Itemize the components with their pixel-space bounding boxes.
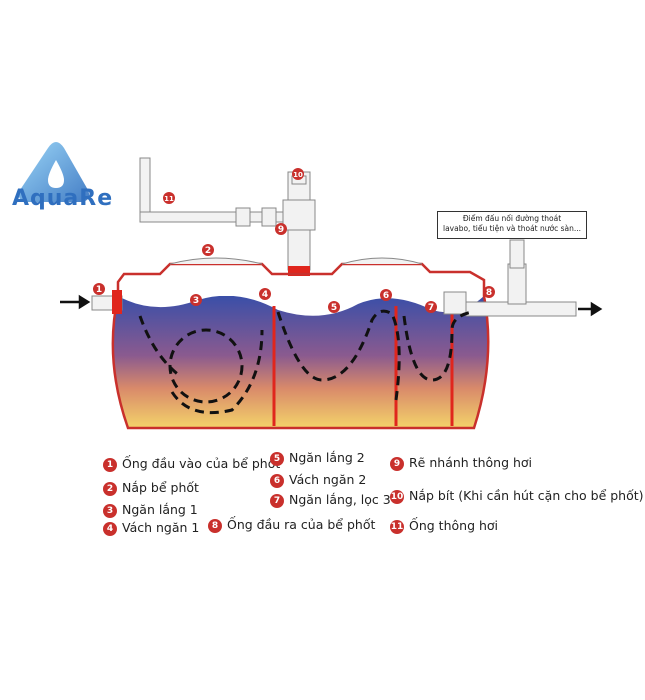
svg-text:11: 11: [164, 195, 174, 203]
marker-1: 1: [93, 283, 105, 295]
legend-label: Rẽ nhánh thông hơi: [409, 455, 533, 470]
note-line-2: lavabo, tiểu tiện và thoát nước sàn...: [442, 224, 582, 233]
marker-9: 9: [275, 223, 287, 235]
flow-arrows: [60, 294, 603, 317]
legend-item-7: 7 Ngăn lắng, lọc 3: [270, 492, 391, 508]
legend-num: 10: [390, 490, 404, 504]
legend-label: Ngăn lắng 2: [289, 450, 365, 465]
legend-label: Vách ngăn 2: [289, 472, 367, 487]
marker-7: 7: [425, 301, 437, 313]
legend-num: 7: [270, 494, 284, 508]
legend-num: 1: [103, 458, 117, 472]
svg-text:9: 9: [278, 225, 284, 235]
legend-label: Ống thông hơi: [409, 518, 499, 533]
svg-text:5: 5: [331, 303, 337, 313]
legend-num: 11: [390, 520, 404, 534]
legend-item-6: 6 Vách ngăn 2: [270, 472, 366, 488]
legend-label: Nắp bít (Khi cần hút cặn cho bể phốt): [409, 488, 644, 503]
legend-label: Vách ngăn 1: [122, 520, 200, 535]
marker-6: 6: [380, 289, 392, 301]
legend-item-5: 5 Ngăn lắng 2: [270, 450, 365, 466]
legend-num: 5: [270, 452, 284, 466]
flow-paths: [138, 309, 473, 415]
legend-label: Ngăn lắng 1: [122, 502, 198, 517]
legend-item-9: 9 Rẽ nhánh thông hơi: [390, 455, 532, 471]
legend-item-8: 8 Ống đầu ra của bể phốt: [208, 517, 375, 533]
svg-text:4: 4: [262, 290, 268, 300]
connection-note: Điểm đấu nối đường thoát lavabo, tiểu ti…: [437, 211, 587, 239]
vent-cap-base: [288, 266, 310, 276]
legend-label: Ngăn lắng, lọc 3: [289, 492, 391, 507]
logo-text: AquaRe: [12, 186, 114, 211]
marker-3: 3: [190, 294, 202, 306]
marker-2: 2: [202, 244, 214, 256]
svg-text:8: 8: [486, 288, 492, 298]
legend-item-11: 11 Ống thông hơi: [390, 518, 498, 534]
svg-text:7: 7: [428, 303, 434, 313]
svg-text:10: 10: [293, 171, 303, 179]
legend-num: 8: [208, 519, 222, 533]
legend-item-4: 4 Vách ngăn 1: [103, 520, 199, 536]
svg-text:6: 6: [383, 291, 389, 301]
legend-num: 9: [390, 457, 404, 471]
legend-label: Nắp bể phốt: [122, 480, 199, 495]
legend-label: Ống đầu vào của bể phốt: [122, 456, 281, 471]
marker-8: 8: [483, 286, 495, 298]
marker-10: 10: [292, 168, 304, 180]
partitions: [272, 300, 454, 426]
legend-label: Ống đầu ra của bể phốt: [227, 517, 376, 532]
note-line-1: Điểm đấu nối đường thoát: [462, 214, 562, 223]
svg-text:3: 3: [193, 296, 199, 306]
legend-item-3: 3 Ngăn lắng 1: [103, 502, 198, 518]
diagram-markers: 1 2 3 4 5 6 7 8 9 10 11: [93, 168, 495, 313]
legend-item-1: 1 Ống đầu vào của bể phốt: [103, 456, 280, 472]
legend-num: 2: [103, 482, 117, 496]
marker-5: 5: [328, 301, 340, 313]
tank: [111, 257, 490, 430]
vent-pipe: [139, 157, 316, 271]
pipes: [91, 239, 577, 317]
marker-11: 11: [163, 192, 175, 204]
legend-item-10: 10 Nắp bít (Khi cần hút cặn cho bể phốt): [390, 488, 644, 504]
legend-num: 6: [270, 474, 284, 488]
legend-num: 4: [103, 522, 117, 536]
aquare-logo: [18, 142, 90, 202]
marker-4: 4: [259, 288, 271, 300]
svg-text:1: 1: [96, 285, 102, 295]
legend-item-2: 2 Nắp bể phốt: [103, 480, 199, 496]
legend-num: 3: [103, 504, 117, 518]
svg-text:2: 2: [205, 246, 211, 256]
